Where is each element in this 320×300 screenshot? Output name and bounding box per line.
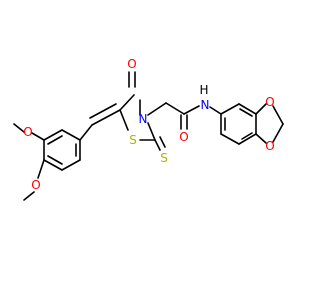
atom-labels: O N S S O N H O O O O [23, 57, 274, 192]
bond-ch-aryl [79, 124, 93, 141]
atom-n-ring: N [139, 112, 148, 126]
bond-n-aryl [209, 106, 222, 115]
bond-ar2 [43, 129, 63, 141]
bond-c5-ch-1 [91, 109, 121, 126]
bond-camide-n [183, 105, 200, 115]
atom-o-dioxole-top: O [265, 95, 274, 109]
atom-o-dioxole-bottom: O [265, 139, 274, 153]
bond-c2-s-2 [159, 136, 166, 148]
bond-o-ch3-lower [23, 191, 35, 201]
atom-o-amide: O [179, 130, 188, 144]
atom-o-methoxy-lower: O [31, 178, 40, 192]
bond-diox3 [272, 123, 284, 143]
bond-c5-s1 [119, 109, 129, 131]
bond-diox4 [255, 133, 267, 144]
bond-ar-inner2 [47, 155, 63, 165]
bond-bz2 [220, 133, 240, 145]
bonds [13, 71, 284, 201]
structure-canvas: O N S S O N H O O O O [13, 57, 284, 201]
bond-diox1 [255, 103, 267, 115]
bond-n-ch2 [147, 102, 167, 116]
atom-n-amide: N [201, 98, 210, 112]
atom-o-ketone: O [127, 57, 136, 71]
bond-ch2-camide [165, 102, 185, 115]
bond-c2-s-1 [154, 139, 161, 151]
bond-c5-ch-2 [89, 103, 117, 119]
atom-h-amide: H [199, 83, 208, 97]
molecule-diagram: O N S S O N H O O O O [13, 57, 284, 201]
bond-bz6 [220, 103, 240, 115]
bond-ar-o-lower [37, 159, 45, 179]
bond-bz-inner2 [241, 132, 253, 140]
bond-ar5 [61, 159, 81, 171]
bond-c4-c5 [119, 94, 135, 111]
atom-s-ring: S [129, 133, 137, 147]
atom-o-methoxy-upper: O [23, 125, 32, 139]
bond-bz-inner3 [239, 108, 253, 117]
bond-ar-o-upper [31, 132, 45, 141]
bond-bz3 [238, 133, 257, 145]
bond-c2-n3 [147, 122, 156, 141]
bond-ar4 [43, 159, 63, 171]
atom-s-thione: S [160, 151, 168, 165]
bond-ar1 [61, 129, 81, 141]
bond-ar-inner1 [47, 135, 63, 145]
bond-bz5 [238, 103, 257, 115]
bond-o-ch3-upper [13, 123, 25, 133]
bond-diox2 [272, 105, 284, 125]
